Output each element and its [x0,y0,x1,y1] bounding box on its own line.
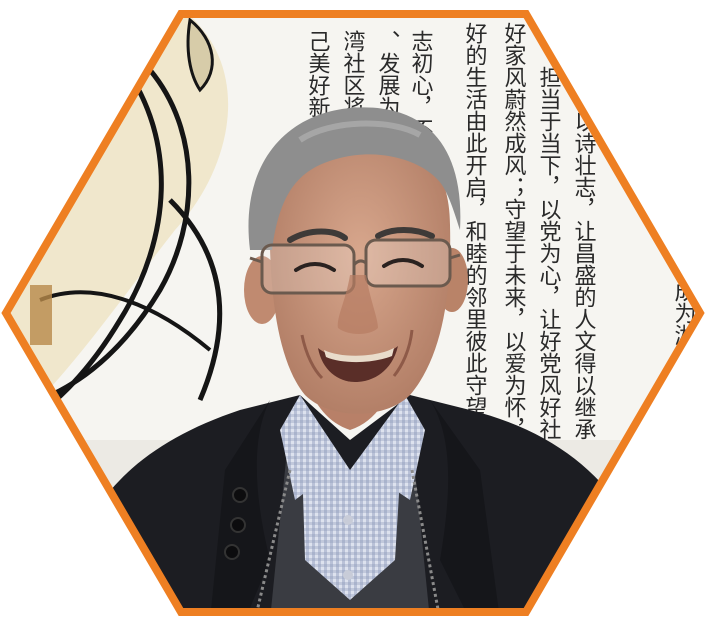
person [60,107,660,612]
hexagon-border [1,10,705,616]
wall-calligraphy-text: 己美好新生活 湾社区将以党 、发展为形 志初心，不改初 好的生活由此开启，和睦的… [305,22,697,462]
glasses [249,238,461,295]
wall-text-column-8: 以诗壮志，让昌盛的人文得以继承 [571,110,597,440]
wall-text-column-6: 好家风蔚然成风；守望于未来，以爱为怀，让 [501,22,527,462]
smile [318,346,398,382]
wall-text-column-5: 好的生活由此开启，和睦的邻里彼此守望。 [462,22,488,440]
hair [248,107,461,250]
wall-text-column-7: 扬，担当于当下，以党为心，让好党风好社 [536,22,562,440]
face [269,125,451,414]
left-ear [244,256,280,324]
